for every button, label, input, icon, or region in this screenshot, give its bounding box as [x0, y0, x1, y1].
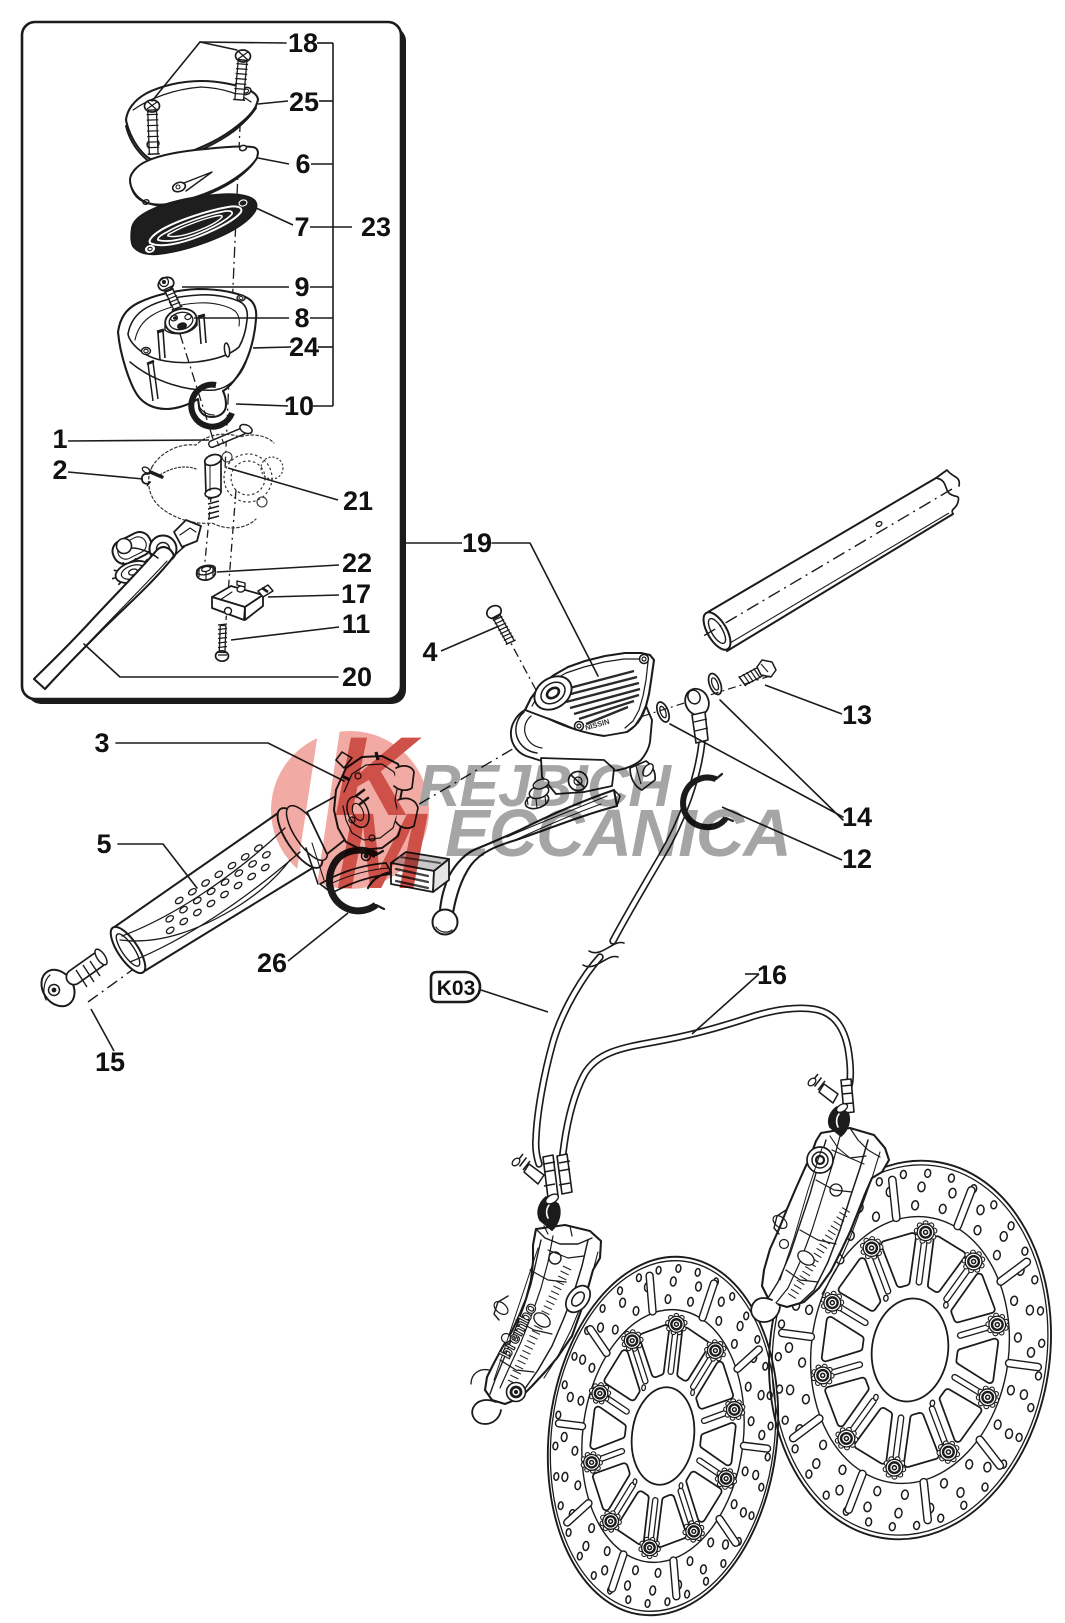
svg-text:10: 10	[284, 391, 314, 421]
svg-text:18: 18	[288, 28, 318, 58]
svg-text:REJBICH: REJBICH	[418, 753, 672, 819]
svg-text:15: 15	[95, 1047, 125, 1077]
svg-text:14: 14	[842, 802, 872, 832]
svg-text:16: 16	[757, 960, 787, 990]
svg-text:3: 3	[94, 728, 109, 758]
svg-text:24: 24	[289, 332, 319, 362]
svg-text:7: 7	[294, 212, 309, 242]
svg-text:26: 26	[257, 948, 287, 978]
svg-text:M: M	[336, 790, 428, 911]
svg-text:9: 9	[294, 272, 309, 302]
svg-text:21: 21	[343, 486, 373, 516]
svg-text:22: 22	[342, 548, 372, 578]
svg-text:K03: K03	[437, 977, 476, 1000]
svg-text:ECCANICA: ECCANICA	[445, 796, 791, 871]
svg-text:K: K	[334, 714, 422, 839]
svg-text:1: 1	[52, 424, 67, 454]
svg-text:13: 13	[842, 700, 872, 730]
svg-text:8: 8	[294, 303, 309, 333]
svg-text:2: 2	[52, 455, 67, 485]
svg-text:4: 4	[422, 637, 437, 667]
svg-text:11: 11	[342, 609, 371, 639]
svg-text:5: 5	[96, 829, 111, 859]
svg-text:6: 6	[295, 149, 310, 179]
svg-text:25: 25	[289, 87, 319, 117]
svg-text:17: 17	[341, 579, 371, 609]
svg-text:23: 23	[361, 212, 391, 242]
svg-text:12: 12	[842, 844, 872, 874]
svg-text:20: 20	[342, 662, 372, 692]
svg-text:19: 19	[462, 528, 492, 558]
